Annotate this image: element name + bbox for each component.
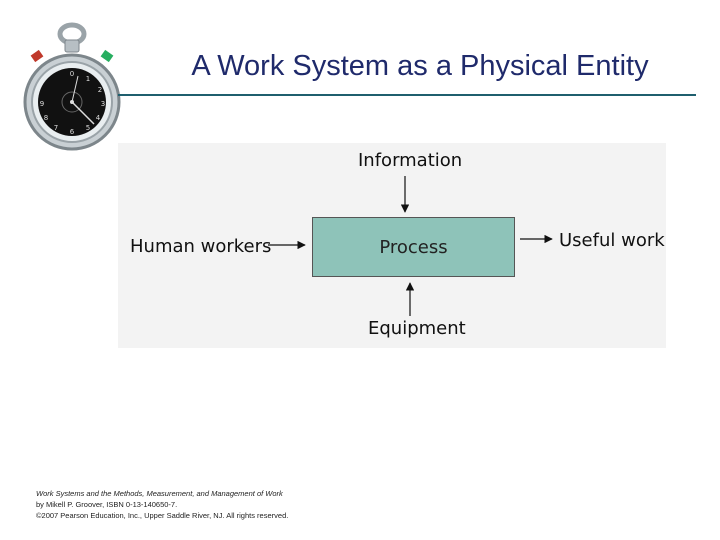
svg-text:8: 8 [44, 114, 48, 122]
title-underline [118, 94, 696, 96]
footer-book-title: Work Systems and the Methods, Measuremen… [36, 489, 283, 498]
svg-text:0: 0 [70, 70, 74, 78]
stopwatch-icon: 0 1 2 3 4 5 6 7 8 9 [23, 22, 121, 151]
svg-text:7: 7 [54, 124, 58, 132]
svg-text:1: 1 [86, 75, 90, 83]
slide-title: A Work System as a Physical Entity [191, 50, 649, 82]
svg-text:3: 3 [101, 100, 105, 108]
useful-work-label: Useful work [559, 230, 665, 251]
human-workers-label: Human workers [130, 236, 272, 257]
svg-text:6: 6 [70, 128, 75, 136]
footer-author: by Mikell P. Groover, ISBN 0-13-140650-7… [36, 500, 178, 509]
process-box: Process [312, 217, 515, 277]
information-label: Information [358, 150, 463, 171]
svg-text:9: 9 [40, 100, 44, 108]
svg-text:2: 2 [98, 86, 102, 94]
process-label: Process [379, 236, 448, 258]
svg-text:5: 5 [86, 124, 90, 132]
footer-copyright: ©2007 Pearson Education, Inc., Upper Sad… [36, 511, 289, 520]
equipment-label: Equipment [368, 318, 466, 339]
svg-text:4: 4 [96, 114, 101, 122]
footer-citation: Work Systems and the Methods, Measuremen… [36, 488, 288, 521]
